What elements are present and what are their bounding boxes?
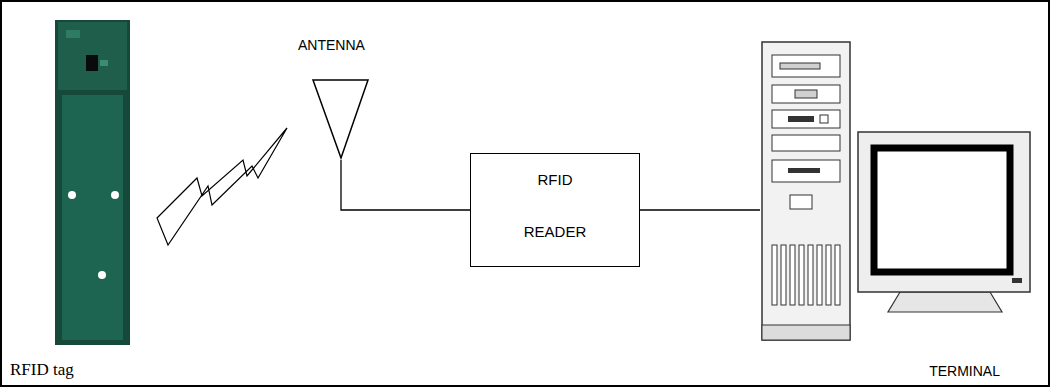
vent-slit — [817, 245, 822, 305]
tower-case — [762, 42, 850, 340]
tag-antenna-area — [62, 95, 123, 340]
floppy-bay — [772, 160, 840, 182]
node-label: RFID READER — [515, 154, 595, 258]
drive-slot — [788, 116, 814, 122]
computer-monitor — [858, 132, 1030, 312]
tag-hole — [98, 271, 106, 279]
drive-bay — [772, 85, 840, 103]
antenna-node: ANTENNA — [298, 36, 389, 160]
tag-chip — [86, 55, 98, 71]
monitor-screen — [874, 148, 1010, 272]
vent-slit — [808, 245, 813, 305]
radio-signal-bolt — [157, 128, 287, 245]
drive-button — [820, 115, 828, 123]
tower-base — [762, 325, 850, 340]
vent-slit — [826, 245, 831, 305]
tag-top-section — [58, 22, 127, 90]
computer-tower — [762, 42, 850, 340]
node-label: TERMINAL — [929, 362, 1000, 380]
monitor-stand — [888, 292, 1002, 312]
tag-component — [100, 60, 108, 66]
drive-slot — [795, 90, 817, 98]
vent-slit — [781, 245, 786, 305]
rfid-tag-picture — [55, 20, 130, 345]
reader-box: RFID READER — [470, 153, 640, 267]
monitor-button — [1012, 278, 1022, 283]
drive-bay — [772, 135, 840, 151]
power-button — [790, 195, 812, 209]
vent-slit — [790, 245, 795, 305]
tag-hole — [68, 191, 76, 199]
tag-board — [55, 20, 130, 345]
floppy-slot — [788, 168, 820, 173]
drive-slot — [780, 63, 820, 69]
monitor-bezel — [858, 132, 1030, 292]
tag-component — [66, 30, 80, 38]
antenna-symbol — [313, 80, 368, 158]
node-label: ANTENNA — [298, 36, 365, 54]
vent-slit — [835, 245, 840, 305]
node-label: RFID tag — [10, 360, 74, 380]
vent-slit — [772, 245, 777, 305]
connector-line — [341, 160, 470, 210]
tag-hole — [111, 191, 119, 199]
drive-bay — [772, 110, 840, 128]
drive-bay — [772, 55, 840, 77]
terminal-node: TERMINAL — [760, 40, 1035, 384]
tag-label-node: RFID tag — [8, 18, 138, 384]
connector-line — [640, 209, 760, 210]
vent-slit — [799, 245, 804, 305]
